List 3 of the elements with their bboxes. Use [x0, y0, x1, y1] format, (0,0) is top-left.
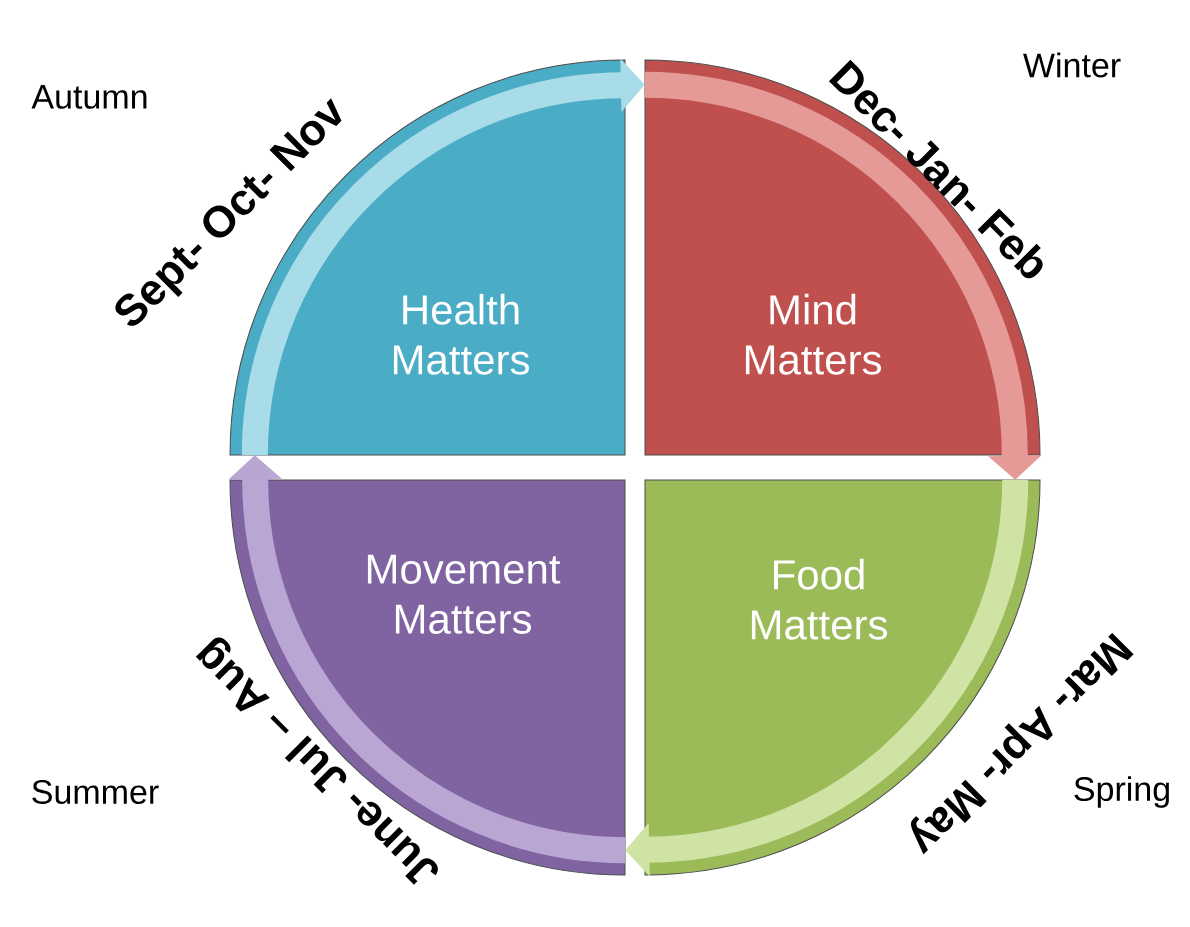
season-label: Autumn	[31, 85, 147, 109]
season-label: Spring	[1074, 776, 1169, 808]
season-label: Summer	[32, 779, 159, 805]
